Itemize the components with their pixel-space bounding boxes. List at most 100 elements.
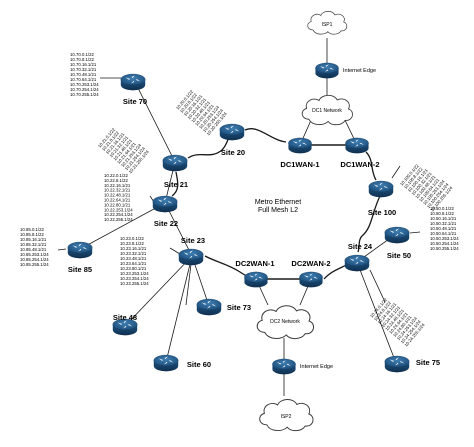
- router-site85[interactable]: Site 85: [67, 241, 93, 274]
- prefix-entry: 10.23.253.1/24: [120, 271, 149, 276]
- router-label: Site 85: [68, 265, 92, 274]
- prefix-entry: 10.50.48.1/21: [430, 226, 457, 231]
- router-label: Internet Edge: [300, 364, 333, 370]
- link-site70-site21: [134, 81, 176, 163]
- cloud-isp2-label: ISP2: [281, 414, 292, 420]
- router-site24[interactable]: Site 24: [344, 242, 373, 272]
- prefix-entry: 10.22.0.1/22: [104, 173, 129, 178]
- router-site23[interactable]: Site 23: [178, 236, 205, 266]
- router-label: Site 100: [368, 208, 396, 217]
- prefix-list-site22: 10.22.0.1/2210.22.8.1/2210.22.16.1/2110.…: [104, 173, 133, 222]
- prefix-list-site21: 10.21.0.1/2210.21.8.1/2210.21.16.1/2110.…: [97, 127, 150, 175]
- cloud-dc2-network: DC2 Network: [256, 305, 315, 340]
- router-site50[interactable]: Site 50: [384, 226, 411, 260]
- prefix-entry: 10.70.253.1/24: [70, 82, 99, 87]
- prefix-entry: 10.23.32.1/21: [120, 251, 147, 256]
- prefix-list-site100: 10.100.0.1/2210.100.8.1/2210.100.16.1/21…: [399, 163, 454, 213]
- prefix-list-site24: 10.24.0.1/2210.24.8.1/2210.24.16.1/2110.…: [369, 297, 426, 348]
- cloud-dc1-label: DC1 Network: [312, 108, 342, 114]
- router-site100[interactable]: Site 100: [368, 180, 396, 217]
- prefix-entry: 10.50.32.1/21: [430, 221, 457, 226]
- prefix-list-site85: 10.85.0.1/2210.85.8.1/2210.85.16.1/2110.…: [20, 227, 49, 267]
- router-label: Site 73: [227, 303, 251, 312]
- prefix-entry: 10.22.254.1/24: [104, 212, 133, 217]
- prefix-list-site23: 10.23.0.1/2210.23.8.1/2210.23.16.1/2110.…: [120, 236, 149, 286]
- prefix-entry: 10.23.255.1/24: [120, 281, 149, 286]
- prefix-entry: 10.85.32.1/21: [20, 242, 47, 247]
- router-site20[interactable]: Site 20: [219, 123, 245, 157]
- prefix-entry: 10.50.255.1/24: [430, 246, 459, 251]
- router-label: Site 20: [221, 148, 245, 157]
- router-site60[interactable]: Site 60: [153, 354, 211, 372]
- prefix-entry: 10.22.16.1/21: [104, 183, 131, 188]
- prefix-entry: 10.22.32.1/21: [104, 188, 131, 193]
- router-label: DC1WAN-2: [340, 160, 379, 169]
- router-dc1wan2[interactable]: DC1WAN-2: [340, 137, 380, 169]
- prefix-entry: 10.23.16.1/21: [120, 246, 147, 251]
- prefix-entry: 10.70.254.1/24: [70, 87, 99, 92]
- prefix-list-site70: 10.70.0.1/2210.70.8.1/2210.70.16.1/2110.…: [70, 52, 99, 97]
- cloud-dc2-label: DC2 Network: [270, 319, 300, 325]
- prefix-entry: 10.23.64.1/21: [120, 261, 147, 266]
- router-label: Site 21: [164, 180, 188, 189]
- leader-site23-prefixes: [169, 247, 181, 255]
- prefix-entry: 10.23.0.1/22: [120, 236, 145, 241]
- prefix-entry: 10.50.64.1/21: [430, 231, 457, 236]
- prefix-entry: 10.50.253.1/24: [430, 236, 459, 241]
- router-label: Site 24: [348, 242, 373, 251]
- prefix-entry: 10.70.8.1/22: [70, 57, 95, 62]
- router-site75[interactable]: Site 75: [384, 355, 440, 373]
- prefix-list-site50: 10.50.0.1/2210.50.8.1/2210.50.16.1/2110.…: [430, 206, 459, 251]
- prefix-entry: 10.23.80.1/21: [120, 266, 147, 271]
- leader-site24-prefixes: [369, 269, 386, 303]
- cloud-isp1-label: ISP1: [322, 22, 333, 28]
- router-site48[interactable]: Site 48: [112, 313, 138, 336]
- leader-site100-prefixes: [391, 165, 401, 179]
- router-site22[interactable]: Site 22: [152, 195, 178, 228]
- metro-link-site100-site24: [357, 195, 381, 253]
- link-site24-site75: [356, 261, 397, 364]
- router-internet-edge-2[interactable]: Internet Edge: [272, 358, 333, 375]
- router-internet-edge-1[interactable]: Internet Edge: [315, 62, 376, 79]
- prefix-entry: 10.85.48.1/21: [20, 247, 47, 252]
- prefix-entry: 10.22.255.1/24: [104, 217, 133, 222]
- prefix-entry: 10.50.8.1/22: [430, 211, 455, 216]
- router-label: Site 48: [113, 313, 137, 322]
- prefix-entry: 10.50.16.1/21: [430, 216, 457, 221]
- cloud-dc1-network: DC1 Network: [301, 94, 354, 126]
- prefix-entry: 10.23.8.1/22: [120, 241, 145, 246]
- router-label: Site 60: [187, 360, 211, 369]
- prefix-entry: 10.70.0.1/22: [70, 52, 95, 57]
- prefix-entry: 10.70.255.1/24: [70, 92, 99, 97]
- router-label: Site 75: [416, 358, 440, 367]
- router-label: Site 22: [154, 219, 178, 228]
- prefix-entry: 10.22.253.1/24: [104, 207, 133, 212]
- router-site73[interactable]: Site 73: [196, 298, 251, 316]
- router-site21[interactable]: Site 21: [162, 154, 188, 189]
- link-site22-site85: [79, 202, 166, 250]
- router-label: Site 50: [387, 251, 411, 260]
- router-label: Site 70: [123, 97, 147, 106]
- router-dc2wan1[interactable]: DC2WAN-1: [235, 259, 275, 288]
- prefix-entry: 10.50.0.1/22: [430, 206, 455, 211]
- metro-link-dc1wan2-site100: [365, 151, 377, 181]
- prefix-entry: 10.22.80.1/21: [104, 202, 131, 207]
- link-site23-site60: [165, 255, 193, 363]
- prefix-entry: 10.22.48.1/21: [104, 193, 131, 198]
- prefix-entry: 10.70.32.1/21: [70, 67, 97, 72]
- prefix-entry: 10.85.254.1/24: [20, 257, 49, 262]
- router-site70[interactable]: Site 70: [120, 73, 147, 106]
- prefix-entry: 10.85.16.1/21: [20, 237, 47, 242]
- metro-link-site20-dc1wan1: [244, 128, 287, 143]
- metro-ethernet-label: Metro Ethernet: [255, 199, 301, 206]
- router-label: DC2WAN-2: [291, 259, 330, 268]
- prefix-entry: 10.70.16.1/21: [70, 62, 97, 67]
- link-site23-site48: [124, 255, 193, 327]
- prefix-entry: 10.85.8.1/22: [20, 232, 45, 237]
- metro-link-site22-site21b: [171, 171, 179, 197]
- router-dc2wan2[interactable]: DC2WAN-2: [291, 259, 331, 288]
- prefix-entry: 10.22.64.1/21: [104, 198, 131, 203]
- router-dc1wan1[interactable]: DC1WAN-1: [280, 137, 320, 169]
- router-label: Site 23: [181, 236, 205, 245]
